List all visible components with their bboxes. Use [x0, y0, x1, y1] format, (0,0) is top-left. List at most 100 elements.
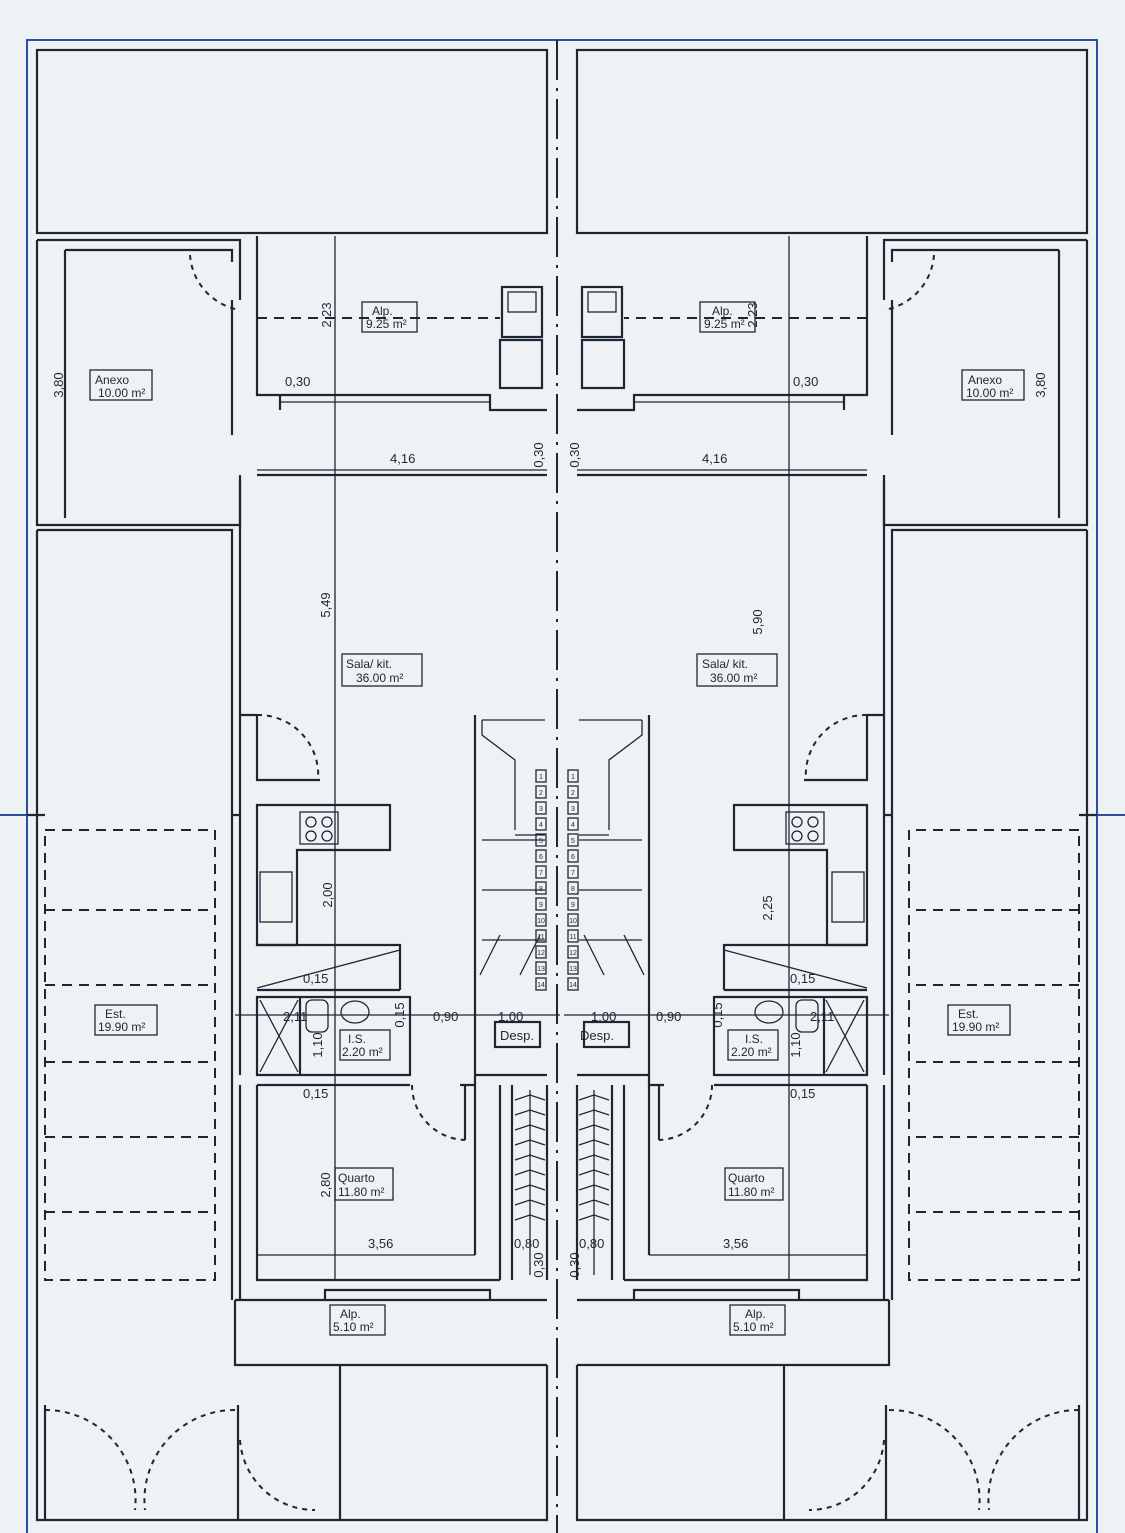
svg-text:0,90: 0,90 [433, 1009, 458, 1024]
svg-text:3,80: 3,80 [1033, 372, 1048, 397]
room-label-sala-right: Sala/ kit.36.00 m² [696, 653, 778, 687]
stair-step-number: 14 [569, 982, 577, 989]
svg-text:11.80 m²: 11.80 m² [728, 1185, 774, 1199]
room-label-alp-bottom-left: Alp.5.10 m² [329, 1304, 386, 1336]
svg-text:Sala/ kit.: Sala/ kit. [702, 657, 748, 671]
svg-text:2,23: 2,23 [745, 302, 760, 327]
stair-step-box [567, 801, 579, 815]
dimensions-right: 3,80 2,23 0,30 4,16 0,30 5,90 2,25 0,15 … [567, 302, 1048, 1277]
svg-text:I.S.: I.S. [745, 1032, 763, 1046]
stair-step-number: 6 [571, 854, 575, 861]
svg-text:0,30: 0,30 [531, 1252, 546, 1277]
svg-text:11.80 m²: 11.80 m² [338, 1185, 384, 1199]
stair-step-number: 9 [571, 902, 575, 909]
svg-text:0,15: 0,15 [392, 1002, 407, 1027]
svg-text:3,80: 3,80 [51, 372, 66, 397]
svg-text:Est.: Est. [105, 1007, 126, 1021]
room-label-est-right: Est.19.90 m² [947, 1004, 1011, 1036]
stair-step-number: 12 [537, 950, 545, 957]
room-label-alp-bottom-right: Alp.5.10 m² [729, 1304, 786, 1336]
svg-text:2.20 m²: 2.20 m² [731, 1045, 772, 1059]
stair-step-box [567, 913, 579, 927]
stair-step-box [567, 961, 579, 975]
stair-step-number: 13 [569, 966, 577, 973]
room-label-desp-left: Desp. [500, 1028, 534, 1043]
svg-text:0,30: 0,30 [531, 442, 546, 467]
svg-text:I.S.: I.S. [348, 1032, 366, 1046]
stair-step-box [567, 977, 579, 991]
svg-text:Alp.: Alp. [712, 304, 733, 318]
svg-text:5.10 m²: 5.10 m² [333, 1320, 374, 1334]
plot-boundary [0, 39, 1125, 1533]
stair-step-box [535, 785, 547, 799]
svg-text:Est.: Est. [958, 1007, 979, 1021]
room-label-is-right: I.S.2.20 m² [727, 1029, 779, 1061]
stair-step-number: 11 [569, 934, 576, 941]
svg-text:5,90: 5,90 [750, 609, 765, 634]
svg-text:0,30: 0,30 [567, 1252, 582, 1277]
svg-text:0,15: 0,15 [710, 1002, 725, 1027]
stair-step-number: 2 [539, 790, 543, 797]
svg-text:10.00 m²: 10.00 m² [966, 386, 1013, 400]
svg-text:2,00: 2,00 [320, 882, 335, 907]
stair-step-box [567, 769, 579, 783]
left-dwelling [25, 48, 562, 1522]
svg-text:3,56: 3,56 [723, 1236, 748, 1251]
svg-text:Alp.: Alp. [340, 1307, 361, 1321]
stair-step-box [535, 833, 547, 847]
stair-step-box [567, 945, 579, 959]
svg-text:19.90 m²: 19.90 m² [98, 1020, 145, 1034]
stair-step-box [535, 881, 547, 895]
svg-text:5.10 m²: 5.10 m² [733, 1320, 774, 1334]
svg-text:0,15: 0,15 [790, 971, 815, 986]
svg-text:Alp.: Alp. [372, 304, 393, 318]
stair-step-number: 14 [537, 982, 545, 989]
stair-step-number: 2 [571, 790, 575, 797]
room-label-is-left: I.S.2.20 m² [339, 1029, 391, 1061]
svg-text:36.00 m²: 36.00 m² [710, 671, 757, 685]
svg-text:0,15: 0,15 [303, 971, 328, 986]
svg-text:0,15: 0,15 [303, 1086, 328, 1101]
stair-step-number: 1 [571, 774, 575, 781]
stair-step-box [535, 801, 547, 815]
room-label-alp-top-right: Alp.9.25 m² [699, 301, 756, 333]
stair-step-box [535, 945, 547, 959]
svg-text:Quarto: Quarto [728, 1171, 765, 1185]
svg-text:9.25 m²: 9.25 m² [366, 317, 407, 331]
svg-text:Quarto: Quarto [338, 1171, 375, 1185]
svg-text:3,56: 3,56 [368, 1236, 393, 1251]
stair-step-number: 12 [569, 950, 577, 957]
svg-text:0,30: 0,30 [285, 374, 310, 389]
svg-text:Sala/ kit.: Sala/ kit. [346, 657, 392, 671]
stair-step-number: 7 [571, 870, 575, 877]
stair-step-box [567, 849, 579, 863]
room-label-sala-left: Sala/ kit.36.00 m² [341, 653, 423, 687]
svg-text:2,80: 2,80 [318, 1172, 333, 1197]
stair-step-box [567, 817, 579, 831]
svg-text:Anexo: Anexo [95, 373, 129, 387]
svg-text:0,80: 0,80 [514, 1236, 539, 1251]
stair-step-number: 9 [539, 902, 543, 909]
svg-text:1,00: 1,00 [591, 1009, 616, 1024]
room-label-alp-top-left: Alp.9.25 m² [361, 301, 418, 333]
svg-text:2,25: 2,25 [760, 895, 775, 920]
svg-text:2,11: 2,11 [283, 1009, 307, 1024]
svg-text:5,49: 5,49 [318, 592, 333, 617]
stair-step-number: 8 [539, 886, 543, 893]
stair-step-number: 1 [539, 774, 543, 781]
svg-text:10.00 m²: 10.00 m² [98, 386, 145, 400]
svg-text:1,00: 1,00 [498, 1009, 523, 1024]
stair-step-box [567, 833, 579, 847]
svg-text:19.90 m²: 19.90 m² [952, 1020, 999, 1034]
stair-step-box [535, 769, 547, 783]
stair-step-box [535, 817, 547, 831]
stair-step-box [535, 961, 547, 975]
stair-step-number: 4 [571, 822, 575, 829]
svg-text:2,23: 2,23 [319, 302, 334, 327]
stair-step-box [535, 913, 547, 927]
svg-text:Alp.: Alp. [745, 1307, 766, 1321]
